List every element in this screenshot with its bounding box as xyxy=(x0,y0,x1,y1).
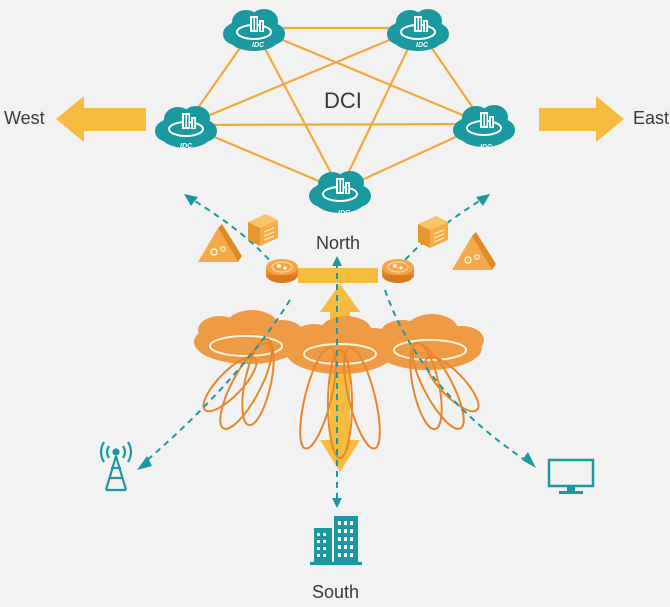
dci-label: DCI xyxy=(324,88,362,113)
idc-cloud-icon: IDC xyxy=(386,8,450,52)
west-arrow xyxy=(56,96,146,142)
idc-cloud-icon: IDC xyxy=(452,104,516,151)
north-south-arrow xyxy=(320,284,360,472)
access-cloud-rings xyxy=(209,335,467,365)
south-label: South xyxy=(312,582,360,602)
svg-text:IDC: IDC xyxy=(252,42,265,49)
south-dashed-arrows xyxy=(144,262,529,500)
svg-text:IDC: IDC xyxy=(338,210,351,217)
east-label: East xyxy=(633,108,670,128)
svg-text:IDC: IDC xyxy=(180,143,193,150)
west-label: West xyxy=(4,108,45,128)
svg-text:IDC: IDC xyxy=(480,144,493,151)
idc-cloud-icon: IDC xyxy=(222,8,286,52)
controller-prism-icon xyxy=(451,231,497,271)
monitor-icon xyxy=(547,458,595,494)
server-box-icon xyxy=(247,213,279,247)
cell-tower-icon xyxy=(99,441,133,492)
router-disc-icon xyxy=(265,258,299,284)
svg-text:IDC: IDC xyxy=(416,42,429,49)
office-building-icon xyxy=(310,516,362,565)
server-box-icon xyxy=(417,215,449,249)
north-label: North xyxy=(316,233,361,253)
east-arrow xyxy=(539,96,624,142)
idc-cloud-icon: IDC xyxy=(154,105,218,150)
idc-cloud-icon: IDC xyxy=(308,170,372,217)
router-disc-icon xyxy=(381,258,415,284)
beam-lobes xyxy=(202,337,480,459)
